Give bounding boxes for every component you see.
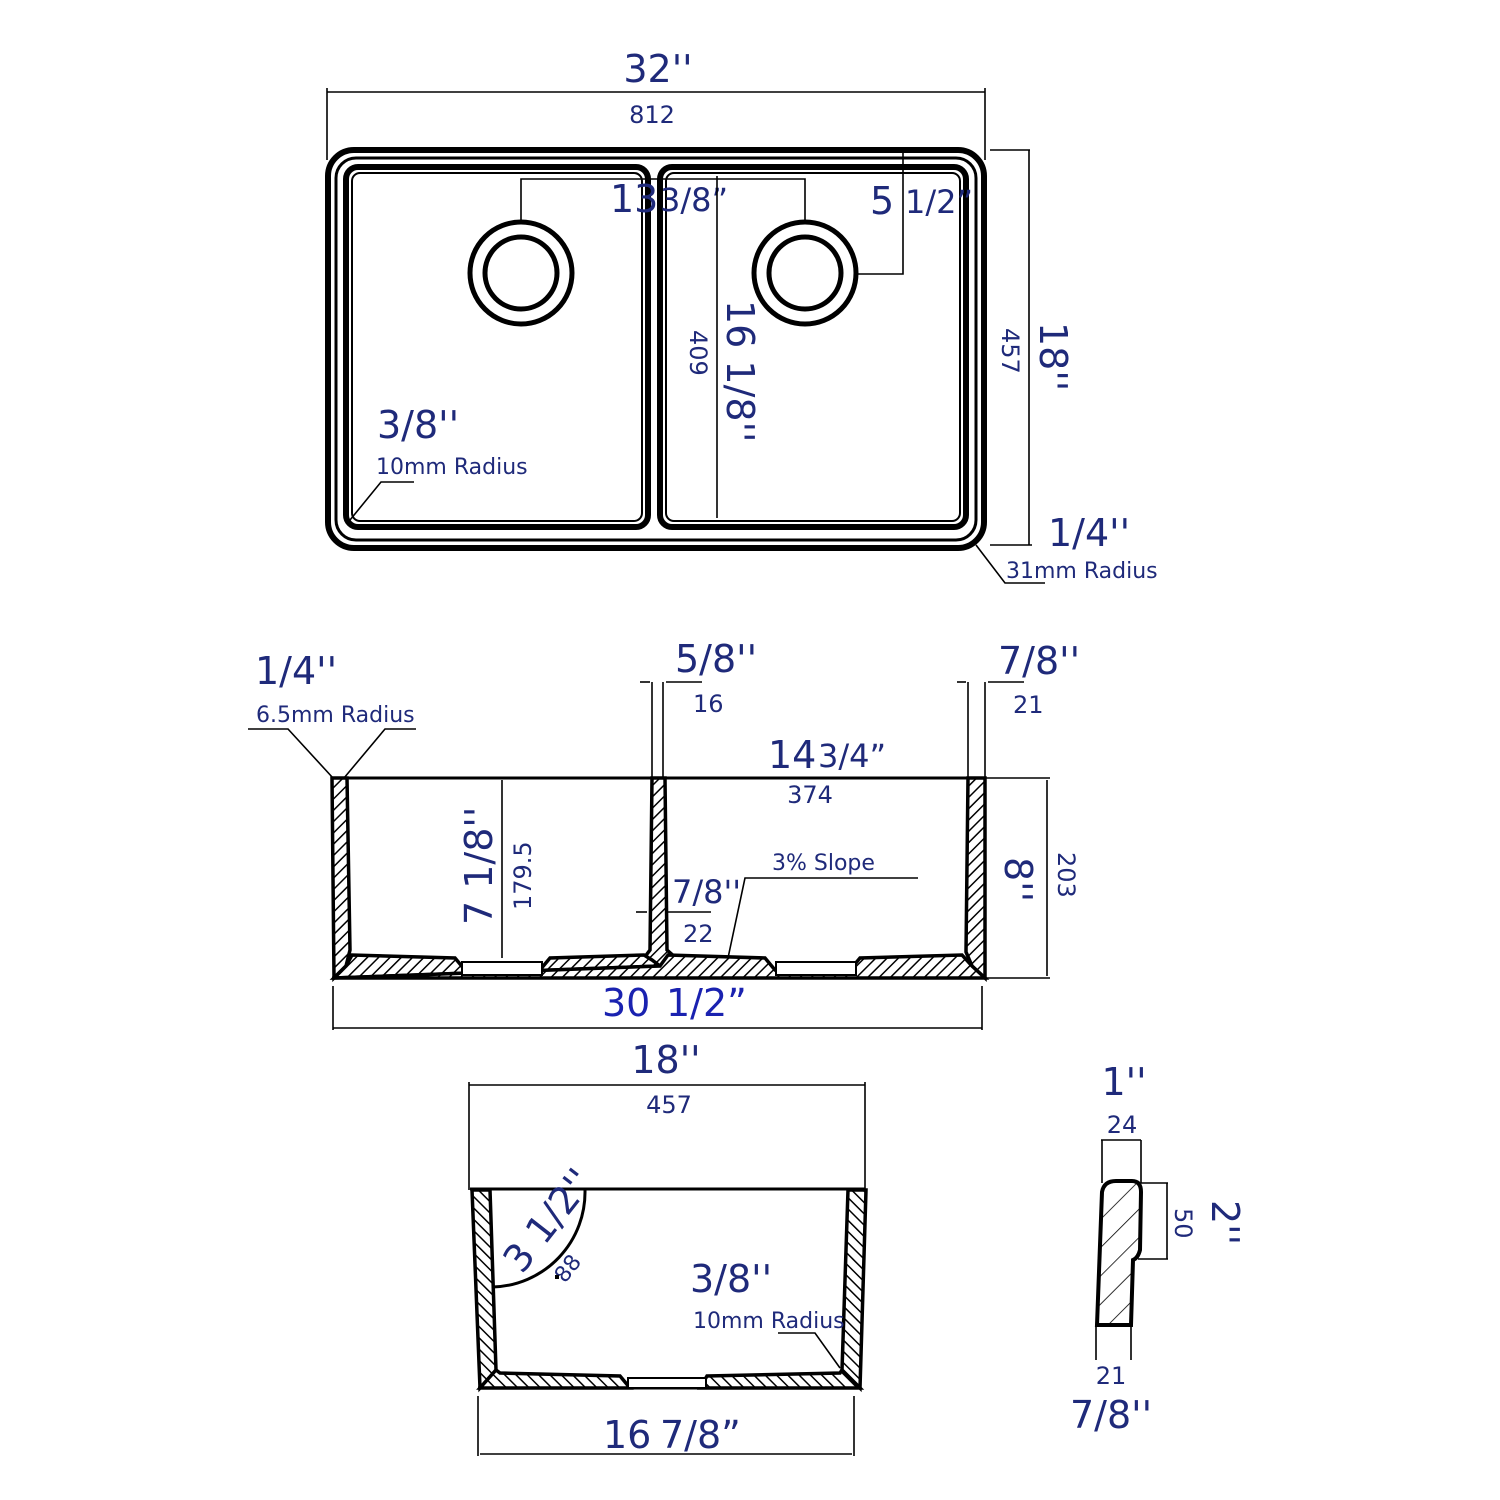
outer-corner-leader-line xyxy=(975,544,1045,584)
left-drain-opening xyxy=(461,961,543,976)
overall-depth-inches: 18'' xyxy=(1031,322,1075,391)
right-drain-opening xyxy=(775,961,857,976)
side-base-depth-inches-whole: 16 xyxy=(603,1413,651,1457)
bowl-width-inches: 3/4” xyxy=(818,737,886,775)
outer-corner-radius-note: 31mm Radius xyxy=(1006,559,1158,584)
divider-width-mm: 16 xyxy=(693,690,724,718)
edge-radius-leader-right xyxy=(343,728,416,779)
right-wall-mm: 21 xyxy=(1013,691,1044,719)
apron-lip-height-mm: 50 xyxy=(1169,1208,1197,1239)
right-bowl-inner-line xyxy=(665,172,961,522)
bowl-width-inches-whole: 14 xyxy=(768,733,816,777)
drain-radius-arc xyxy=(492,1189,587,1289)
center-divider-section xyxy=(641,776,680,968)
drain-spacing-inches: 3/8” xyxy=(660,181,728,219)
side-left-wall-section xyxy=(470,1188,498,1393)
apron-edge-detail: 1'' 24 50 2'' 21 7/8'' xyxy=(1070,1060,1247,1437)
bowl-depth-inches: 7 1/8'' xyxy=(457,807,501,925)
outer-corner-radius-inches: 1/4'' xyxy=(1048,511,1130,555)
bowl-depth-mm: 179.5 xyxy=(509,841,537,910)
side-bottom-right-section xyxy=(696,1367,865,1390)
top-view: 32'' 812 13 3/8” 5 1/2” 16 1/8'' 409 xyxy=(325,47,1158,584)
edge-radius-inches: 1/4'' xyxy=(255,649,337,693)
edge-radius-note: 6.5mm Radius xyxy=(256,703,415,728)
side-inner-corner-note: 10mm Radius xyxy=(693,1309,845,1334)
slope-note: 3% Slope xyxy=(772,851,875,876)
overall-width-inches: 32'' xyxy=(623,47,692,91)
arc-center-marker xyxy=(555,1275,559,1279)
side-inner-corner-inches: 3/8'' xyxy=(690,1257,772,1301)
base-width-inches: 1/2” xyxy=(666,981,747,1025)
side-overall-depth-mm: 457 xyxy=(646,1091,692,1119)
apron-lip-height-inches: 2'' xyxy=(1203,1200,1247,1245)
drain-offset-dimension-line xyxy=(858,149,904,275)
inner-corner-radius-note: 10mm Radius xyxy=(376,455,528,480)
base-width-inches-whole: 30 xyxy=(602,981,650,1025)
front-section-view: 1/4'' 6.5mm Radius 5/8'' 16 7/8'' 21 14 … xyxy=(248,637,1080,1030)
overall-depth-mm: 457 xyxy=(996,328,1024,374)
drain-radius-inches: 3 1/2'' xyxy=(494,1160,602,1280)
slope-leader-line xyxy=(727,877,918,959)
apron-top-width-inches: 1'' xyxy=(1101,1060,1146,1104)
side-right-wall-section xyxy=(840,1188,868,1393)
side-drain-opening xyxy=(627,1377,707,1389)
drain-spacing-dimension-line xyxy=(520,178,806,222)
drain-radius-mm: 88 xyxy=(550,1250,587,1287)
side-section-view: 18'' 457 3 1/2'' 88 3/8'' 10mm Radius 16… xyxy=(468,1038,868,1457)
side-base-depth-inches: 7/8” xyxy=(660,1413,741,1457)
divider-width-inches: 5/8'' xyxy=(675,637,757,681)
overall-height-mm: 203 xyxy=(1052,852,1080,898)
inner-corner-leader-line xyxy=(349,481,414,521)
inner-corner-radius-inches: 3/8'' xyxy=(377,403,459,447)
bowl-depth-inches: 16 1/8'' xyxy=(718,300,762,442)
left-bowl-outline xyxy=(343,164,651,530)
overall-width-mm: 812 xyxy=(629,101,675,129)
left-bowl-inner-line xyxy=(351,172,643,522)
apron-bottom-width-mm: 21 xyxy=(1096,1362,1127,1390)
right-bowl-outline xyxy=(657,164,969,530)
right-wall-inches: 7/8'' xyxy=(998,639,1080,683)
side-overall-depth-inches: 18'' xyxy=(631,1038,700,1082)
left-drain-icon xyxy=(467,219,575,327)
drain-offset-inches: 1/2” xyxy=(905,183,973,221)
apron-bottom-width-inches: 7/8'' xyxy=(1070,1393,1152,1437)
right-wall-section xyxy=(964,776,987,982)
bottom-thickness-mm: 22 xyxy=(683,920,714,948)
bowl-width-mm: 374 xyxy=(787,781,833,809)
side-inner-corner-leader xyxy=(778,1332,841,1369)
edge-radius-leader-left xyxy=(248,728,334,779)
bowl-depth-mm: 409 xyxy=(684,330,712,376)
right-drain-icon xyxy=(751,219,859,327)
side-bottom-left-section xyxy=(476,1367,634,1390)
drain-spacing-inches-whole: 13 xyxy=(610,177,658,221)
left-wall-section xyxy=(330,776,352,983)
apron-top-width-mm: 24 xyxy=(1107,1111,1138,1139)
drain-offset-inches-whole: 5 xyxy=(870,179,894,223)
sink-rim-inner-line xyxy=(334,156,978,542)
apron-profile-section xyxy=(1094,1179,1144,1327)
bottom-thickness-inches: 7/8'' xyxy=(672,873,741,911)
overall-height-inches: 8'' xyxy=(996,857,1040,902)
sink-outer-rim xyxy=(325,147,987,551)
